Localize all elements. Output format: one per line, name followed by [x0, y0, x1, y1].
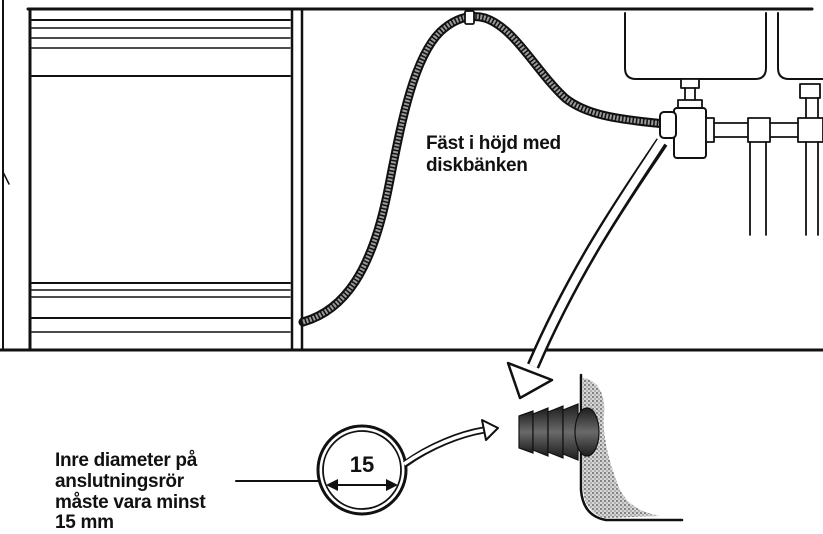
sink-basin-right — [777, 12, 823, 80]
diameter-value: 15 — [350, 452, 374, 477]
diameter-note-line-1: Inre diameter på — [55, 450, 198, 471]
hose-collar — [659, 111, 677, 139]
wall-section — [579, 373, 684, 522]
diameter-double-arrow — [326, 479, 398, 491]
hose-direction-arrow — [506, 137, 668, 400]
left-wall-edge — [2, 0, 10, 351]
diameter-circle: 15 — [316, 424, 408, 516]
attach-note: Fäst i höjd med diskbänken — [426, 133, 561, 176]
diameter-note-line-4: 15 mm — [55, 512, 114, 533]
dishwasher-front-panel — [28, 7, 291, 352]
attach-note-line-1: Fäst i höjd med — [426, 133, 561, 154]
hose-clip — [464, 10, 475, 25]
diameter-note-line-2: anslutningsrör — [55, 471, 185, 492]
diameter-note: Inre diameter på anslutningsrör måste va… — [55, 450, 207, 533]
connector-arrow — [402, 419, 499, 467]
sink-basin-left — [624, 12, 767, 80]
hose-connector — [518, 403, 600, 461]
diameter-note-line-3: måste vara minst — [55, 492, 206, 513]
attach-note-line-2: diskbänken — [426, 155, 528, 176]
drain-hose — [298, 12, 669, 327]
cabinet-divider — [290, 7, 304, 352]
drain-trap-fitting — [673, 78, 823, 236]
